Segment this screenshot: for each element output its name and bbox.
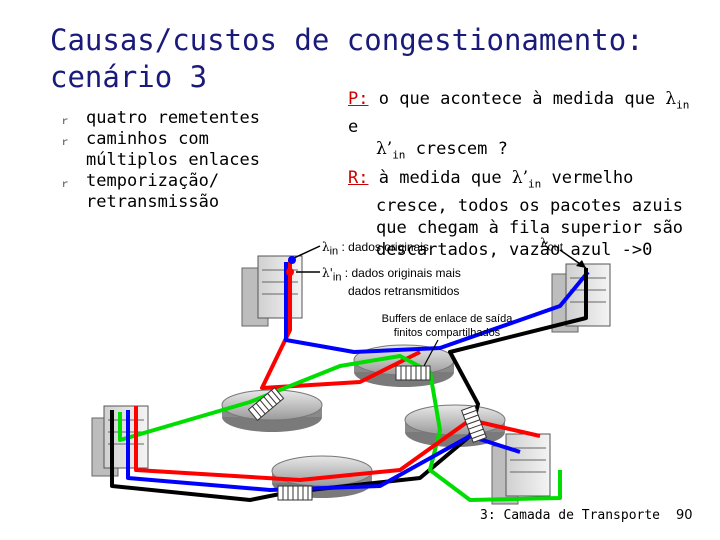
host-bottom-right [491,433,551,505]
label-lambda-prime-line2: dados retransmitidos [348,284,460,298]
label-buffers: Buffers de enlace de saída finitos compa… [381,313,513,339]
answer: R: à medida que λ’in vermelho cresce, to… [348,167,684,261]
label-lambda-in: λin : dados originais [322,240,429,258]
label-lambda-out: λout [540,236,563,254]
label-lambda-prime: λ'in : dados originais mais [322,266,461,284]
buffer-left [247,387,285,421]
blue-path [284,262,590,354]
black-path-lower [110,410,291,502]
red-path [260,260,421,390]
buffer-top [395,365,431,381]
page-number: 90 [676,508,693,523]
host-top-left [241,255,303,327]
pointer-buffer [423,339,439,367]
black-path [309,268,588,492]
question: P: o que acontece à medida que λin e λ’i… [348,89,690,162]
pointer-lambda-in [288,245,321,264]
buffer-right [460,404,488,444]
host-top-right [551,263,611,333]
buffer-bottom [277,485,313,501]
bullet-icon: ｒ [60,137,70,148]
slide-title: Causas/custos de congestionamento: cenár… [50,23,644,94]
question-answer: P: o que acontece à medida que λin e λ’i… [348,88,698,261]
red-path-lower [134,406,541,482]
answer-tag: R: [348,167,369,188]
pointer-lambda-prime [286,268,320,276]
footer: 3: Camada de Transporte [480,508,661,523]
bullet-icon: ｒ [60,179,70,190]
question-tag: P: [348,89,369,109]
bullet-icon: ｒ [60,116,70,127]
pointer-lambda-out [559,249,587,269]
